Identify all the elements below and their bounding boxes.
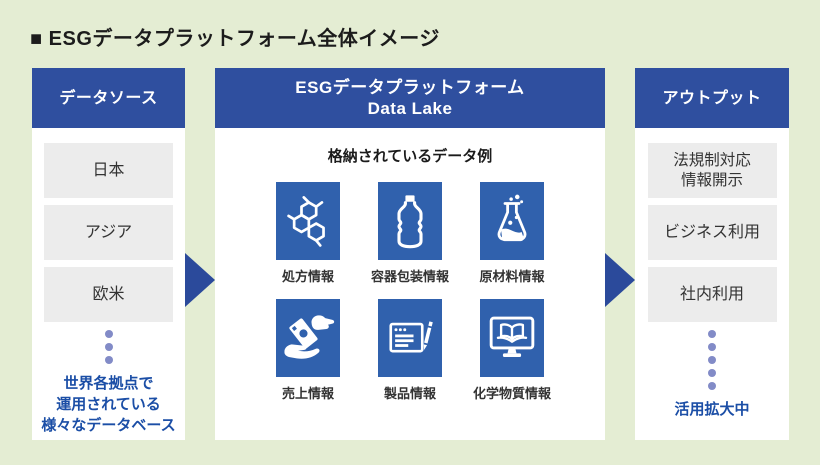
tile-label: 製品情報 bbox=[383, 386, 436, 401]
money-hand-icon bbox=[276, 299, 340, 377]
output-item-line: 情報開示 bbox=[680, 171, 743, 189]
dot-icon bbox=[104, 330, 113, 338]
data-source-item-japan: 日本 bbox=[44, 143, 173, 198]
dot-icon bbox=[708, 382, 716, 390]
platform-header-line2: Data Lake bbox=[367, 99, 453, 118]
data-source-note: 世界各拠点で 運用されている 様々なデータベース bbox=[32, 373, 185, 436]
tile-product: 製品情報 bbox=[377, 299, 443, 402]
output-note: 活用拡大中 bbox=[674, 401, 750, 418]
molecule-icon bbox=[276, 182, 340, 260]
page-title: ■ ESGデータプラットフォーム全体イメージ bbox=[30, 28, 440, 50]
dot-icon bbox=[104, 356, 113, 364]
tile-label: 処方情報 bbox=[281, 269, 334, 284]
data-source-panel: データソース 日本 アジア 欧米 世界各拠点で 運用されている 様々なデータベー… bbox=[32, 68, 185, 440]
ellipsis-dots bbox=[635, 330, 789, 390]
diagram-row: データソース 日本 アジア 欧米 世界各拠点で 運用されている 様々なデータベー… bbox=[32, 68, 789, 440]
data-source-item-asia: アジア bbox=[44, 205, 173, 260]
right-arrow-icon bbox=[605, 253, 635, 307]
platform-panel: ESGデータプラットフォーム Data Lake 格納されているデータ例 bbox=[215, 68, 605, 440]
tile-raw-material: 原材料情報 bbox=[479, 182, 545, 285]
tile-row-1: 処方情報 容器包装情報 bbox=[215, 182, 605, 285]
tile-packaging: 容器包装情報 bbox=[371, 182, 449, 285]
monitor-book-icon bbox=[480, 299, 544, 377]
output-item-regulatory: 法規制対応 情報開示 bbox=[647, 143, 777, 198]
tile-label: 原材料情報 bbox=[479, 269, 545, 284]
output-item-business: ビジネス利用 bbox=[647, 205, 777, 260]
dot-icon bbox=[104, 343, 113, 351]
platform-header-line1: ESGデータプラットフォーム bbox=[295, 78, 525, 97]
plastic-bottle-icon bbox=[378, 182, 442, 260]
data-source-header: データソース bbox=[32, 68, 185, 128]
tile-prescription: 処方情報 bbox=[275, 182, 341, 285]
platform-subtitle: 格納されているデータ例 bbox=[327, 148, 493, 165]
output-header: アウトプット bbox=[635, 68, 789, 128]
dot-icon bbox=[708, 343, 716, 351]
platform-header: ESGデータプラットフォーム Data Lake bbox=[215, 68, 605, 128]
dot-icon bbox=[708, 356, 716, 364]
right-arrow-icon bbox=[185, 253, 215, 307]
tile-label: 化学物質情報 bbox=[473, 386, 552, 401]
data-source-note-line: 世界各拠点で bbox=[63, 375, 154, 392]
data-source-note-line: 運用されている bbox=[56, 396, 161, 413]
ellipsis-dots bbox=[32, 330, 185, 364]
data-source-note-line: 様々なデータベース bbox=[41, 417, 176, 434]
tile-chemical: 化学物質情報 bbox=[473, 299, 551, 402]
document-window-icon bbox=[378, 299, 442, 377]
tile-label: 売上情報 bbox=[281, 386, 334, 401]
tile-label: 容器包装情報 bbox=[371, 269, 450, 284]
dot-icon bbox=[708, 369, 716, 377]
output-item-internal: 社内利用 bbox=[647, 267, 777, 322]
flask-icon bbox=[480, 182, 544, 260]
tile-sales: 売上情報 bbox=[275, 299, 341, 402]
dot-icon bbox=[708, 330, 716, 338]
tile-row-2: 売上情報 bbox=[215, 299, 605, 402]
output-panel: アウトプット 法規制対応 情報開示 ビジネス利用 社内利用 活用拡大中 bbox=[635, 68, 789, 440]
output-item-line: 法規制対応 bbox=[673, 151, 751, 169]
data-source-item-west: 欧米 bbox=[44, 267, 173, 322]
